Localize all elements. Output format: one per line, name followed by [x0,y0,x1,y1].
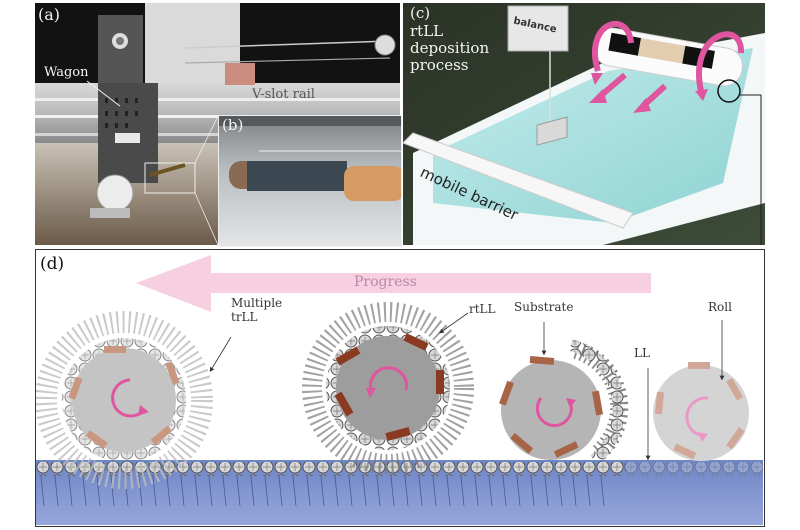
panel-c-title-line-2: deposition [410,39,490,57]
langmuir-trough-render [403,3,765,245]
panel-d-label: (d) [40,254,65,274]
multiple-trll-label-line-2: trLL [231,310,258,324]
ll-label: LL [634,346,650,360]
roll-label: Roll [708,300,732,314]
wagon-pointer-line [86,80,121,107]
roll-rtll [302,302,474,474]
panel-c-title-line-3: process [410,56,469,74]
roll-bare [653,362,749,461]
panel-c-label: (c) [410,4,431,22]
roll-multiple-trll [36,311,213,489]
panel-c-render: (c) rtLL deposition process balance mobi… [403,3,765,245]
roll-substrate [499,339,629,465]
progress-label: Progress [354,274,417,290]
rtll-deposition-schematic [36,255,763,525]
v-slot-rail-label: V-slot rail [252,87,315,102]
panel-d-schematic: (d) Progress Multiple trLL rtLL Substrat… [35,249,765,527]
panel-b-inset-photo: (b) [218,115,402,247]
panel-a-label: (a) [38,5,61,24]
panel-b-label: (b) [222,116,244,134]
wagon-label: Wagon [44,65,89,80]
rtll-label: rtLL [469,302,496,316]
roll-closeup-photo [219,116,401,246]
substrate-label: Substrate [514,300,574,314]
multiple-trll-label-line-1: Multiple [231,296,283,310]
panel-c-title-line-1: rtLL [410,22,444,40]
progress-arrow [136,255,651,312]
